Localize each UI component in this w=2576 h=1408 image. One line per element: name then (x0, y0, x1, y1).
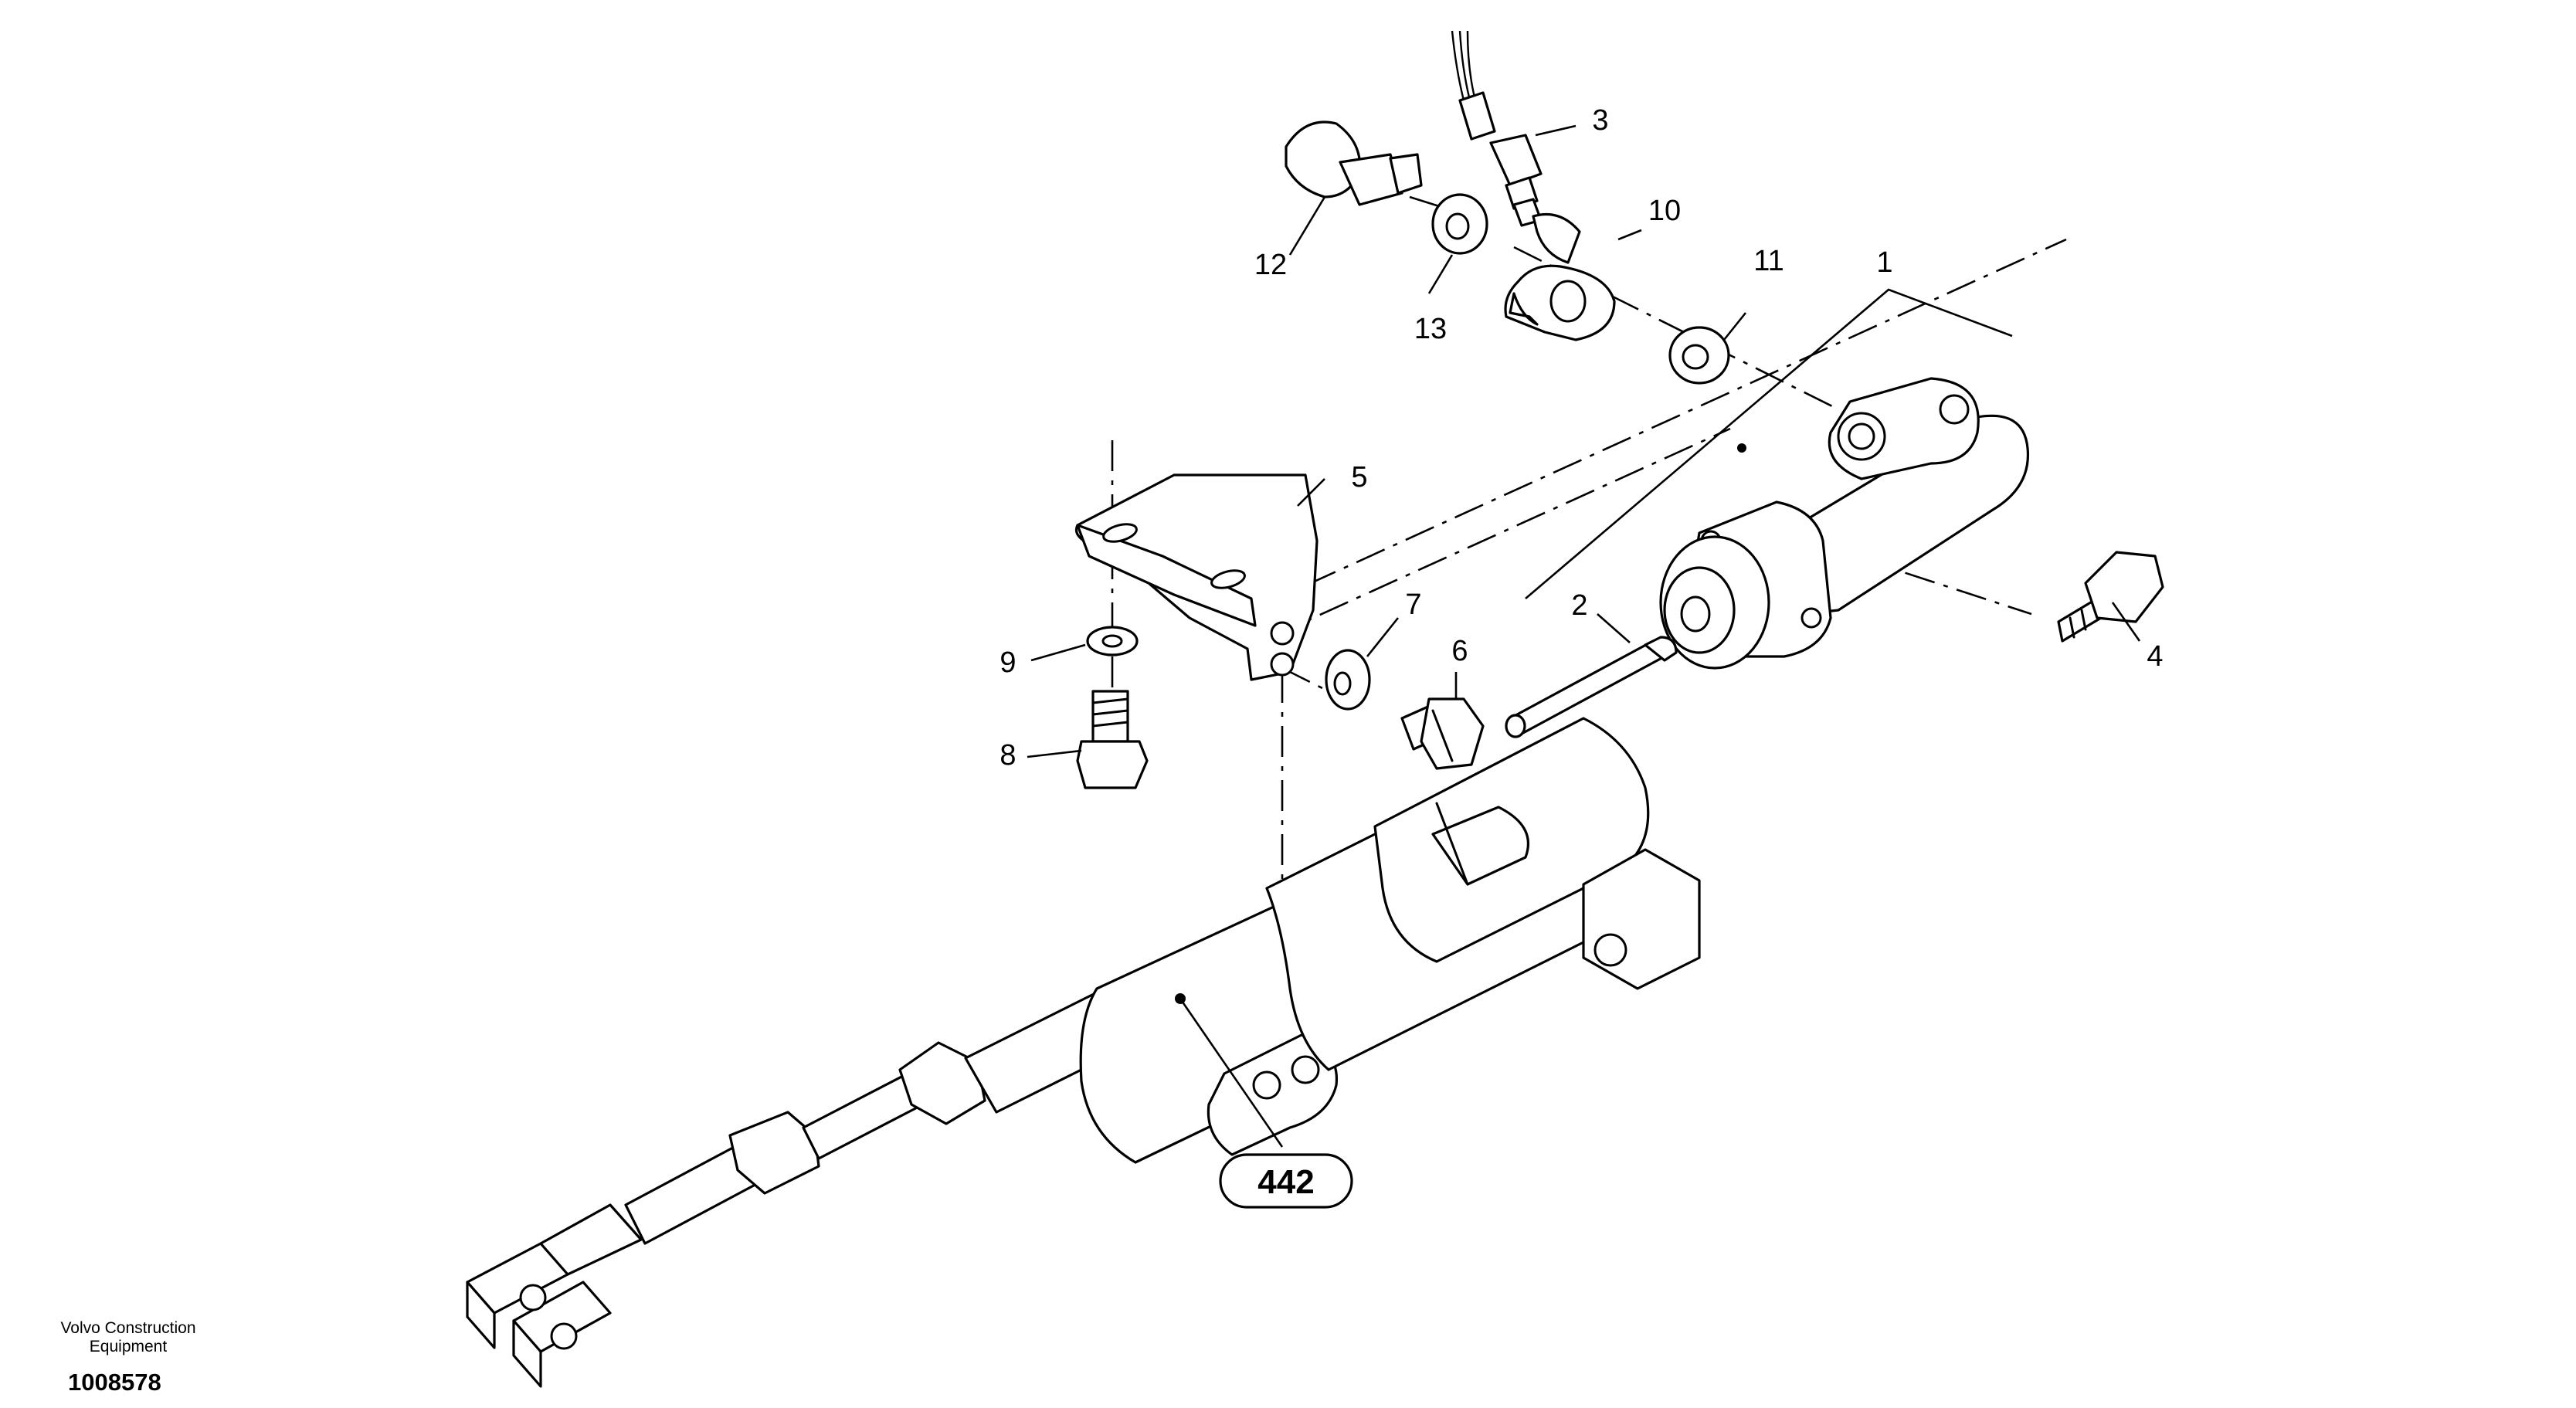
reference-badge-442[interactable] (1219, 1153, 1353, 1209)
callout-8[interactable]: 8 (1000, 739, 1016, 772)
part-9-washer (1086, 626, 1139, 657)
part-10-banjo (1504, 212, 1616, 341)
callout-7[interactable]: 7 (1405, 589, 1421, 621)
company-name: Volvo Construction Equipment (60, 1319, 196, 1355)
part-8-screw (1076, 690, 1149, 789)
leader-dot-442 (1175, 993, 1186, 1004)
footer: Volvo Construction Equipment 1008578 (28, 1319, 229, 1396)
callout-1[interactable]: 1 (1876, 246, 1892, 279)
leader-4 (2111, 602, 2141, 642)
leader-5 (1297, 478, 1325, 507)
callout-11[interactable]: 11 (1753, 245, 1784, 277)
callout-9[interactable]: 9 (1000, 646, 1016, 679)
leader-8 (1027, 749, 1082, 758)
callout-6[interactable]: 6 (1451, 635, 1468, 667)
callout-4[interactable]: 4 (2147, 640, 2163, 673)
leader-13 (1427, 254, 1454, 294)
leader-2 (1597, 613, 1631, 643)
part-3-sensor (1451, 30, 1543, 227)
leader-3 (1535, 124, 1576, 137)
leader-1 (1525, 288, 2013, 599)
part-2-push-rod (1505, 636, 1678, 738)
leader-11 (1722, 312, 1747, 341)
document-number: 1008578 (68, 1369, 161, 1396)
leader-12 (1288, 196, 1326, 256)
leader-442 (1179, 998, 1284, 1148)
part-11-washer (1668, 326, 1730, 385)
callout-2[interactable]: 2 (1571, 589, 1587, 622)
dot-marker (1737, 443, 1746, 453)
part-12-bleed-screw (1285, 120, 1423, 206)
part-1-master-cylinder (1659, 377, 2030, 670)
callout-10[interactable]: 10 (1648, 195, 1681, 227)
reference-label-442: 442 (1257, 1163, 1314, 1201)
leader-10 (1617, 229, 1642, 241)
part-4-bolt (2057, 551, 2164, 643)
part-6-bolt (1400, 697, 1485, 770)
callout-13[interactable]: 13 (1414, 313, 1447, 345)
part-7-washer (1325, 649, 1371, 711)
callout-3[interactable]: 3 (1592, 104, 1608, 137)
leader-9 (1030, 643, 1086, 662)
leader-7 (1366, 617, 1400, 657)
callout-12[interactable]: 12 (1254, 249, 1287, 281)
cylinder-assembly-442 (466, 717, 1701, 1388)
callout-5[interactable]: 5 (1351, 461, 1367, 494)
part-5-bracket (1074, 473, 1319, 681)
part-13-washer (1431, 193, 1488, 255)
